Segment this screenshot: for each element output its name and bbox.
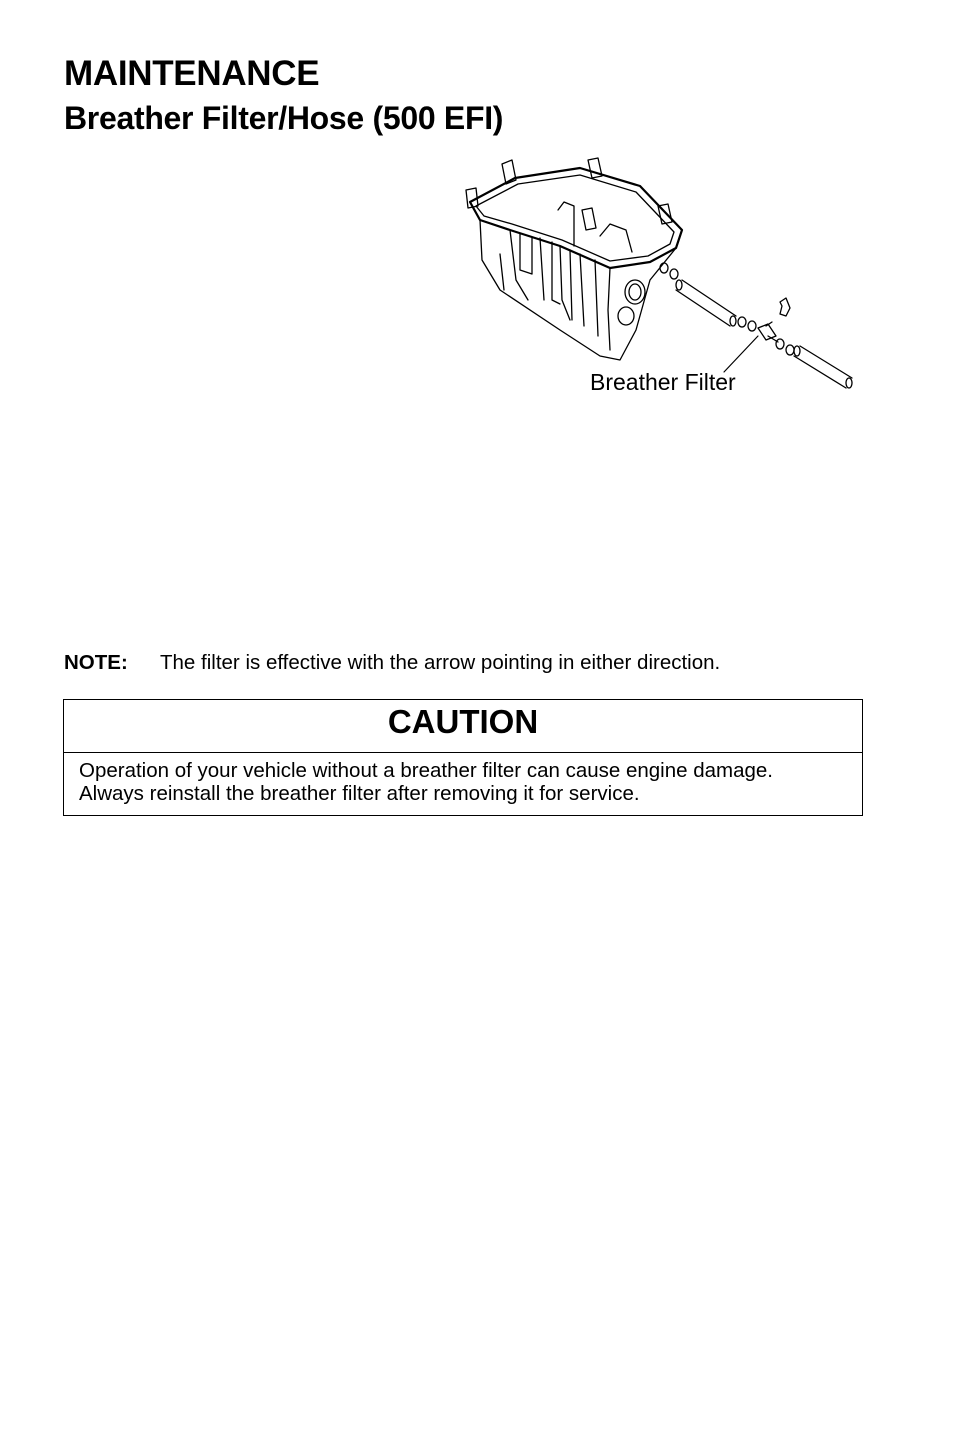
note-label: NOTE:	[64, 651, 128, 674]
note-text: The filter is effective with the arrow p…	[160, 651, 721, 674]
caution-title: CAUTION	[64, 700, 862, 753]
breather-filter-label: Breather Filter	[590, 369, 736, 395]
caution-line: Operation of your vehicle without a brea…	[79, 759, 773, 782]
airbox-breather-hose-illustration-icon	[465, 157, 853, 389]
page-title: Breather Filter/Hose (500 EFI)	[64, 100, 504, 136]
caution-body: Operation of your vehicle without a brea…	[64, 753, 862, 805]
caution-box: CAUTION Operation of your vehicle withou…	[63, 699, 863, 816]
note: NOTE: The filter is effective with the ar…	[64, 650, 720, 676]
breather-filter-figure: Breather Filter	[440, 150, 870, 410]
section-title: MAINTENANCE	[64, 54, 320, 93]
caution-line: Always reinstall the breather filter aft…	[79, 782, 640, 805]
